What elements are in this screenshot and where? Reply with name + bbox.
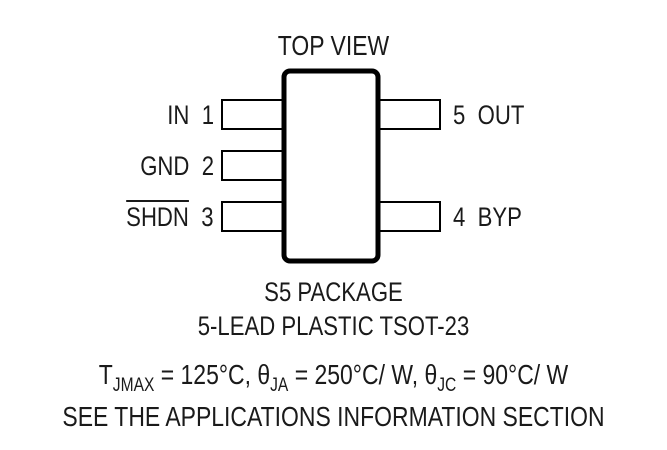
- ic-body: [281, 68, 381, 264]
- tj-value: = 125°C,: [154, 359, 258, 390]
- pin-1-number: 1: [201, 100, 214, 130]
- pin-2-label: GND 2: [140, 153, 214, 180]
- pin-1-name: IN: [167, 100, 190, 130]
- theta-jc-value: = 90°C/ W: [456, 359, 569, 390]
- pin-3-number: 3: [201, 202, 214, 232]
- pin-4-label: 4 BYP: [453, 204, 522, 231]
- theta-ja-symbol: θ: [257, 359, 271, 390]
- pin-3-label: SHDN 3: [127, 204, 214, 231]
- pin-2-lead: [221, 150, 285, 181]
- pin-4-lead: [377, 201, 441, 232]
- theta-jc-symbol: θ: [424, 359, 438, 390]
- thermal-specs: TJMAX = 125°C, θJA = 250°C/ W, θJC = 90°…: [60, 359, 607, 396]
- tj-subscript: JMAX: [112, 375, 155, 396]
- theta-ja-value: = 250°C/ W,: [288, 359, 425, 390]
- applications-note: SEE THE APPLICATIONS INFORMATION SECTION: [62, 401, 605, 432]
- pin-4-number: 4: [453, 202, 466, 232]
- pin-1-label: IN 1: [167, 102, 214, 129]
- pin-1-lead: [221, 99, 285, 130]
- pin-5-lead: [377, 99, 441, 130]
- pin-2-name: GND: [140, 151, 190, 181]
- package-name: S5 PACKAGE: [264, 277, 403, 307]
- package-description: 5-LEAD PLASTIC TSOT-23: [197, 311, 470, 341]
- theta-jc-subscript: JC: [437, 375, 457, 396]
- tj-symbol: T: [98, 359, 113, 390]
- pin-3-lead: [221, 201, 285, 232]
- pin-4-name: BYP: [477, 202, 522, 232]
- theta-ja-subscript: JA: [270, 375, 289, 396]
- pin-3-name: SHDN: [126, 202, 190, 232]
- pin-5-name: OUT: [477, 100, 525, 130]
- pin-5-label: 5 OUT: [453, 102, 524, 129]
- pin-5-number: 5: [453, 100, 466, 130]
- top-view-title: TOP VIEW: [277, 30, 390, 61]
- pin-2-number: 2: [201, 151, 214, 181]
